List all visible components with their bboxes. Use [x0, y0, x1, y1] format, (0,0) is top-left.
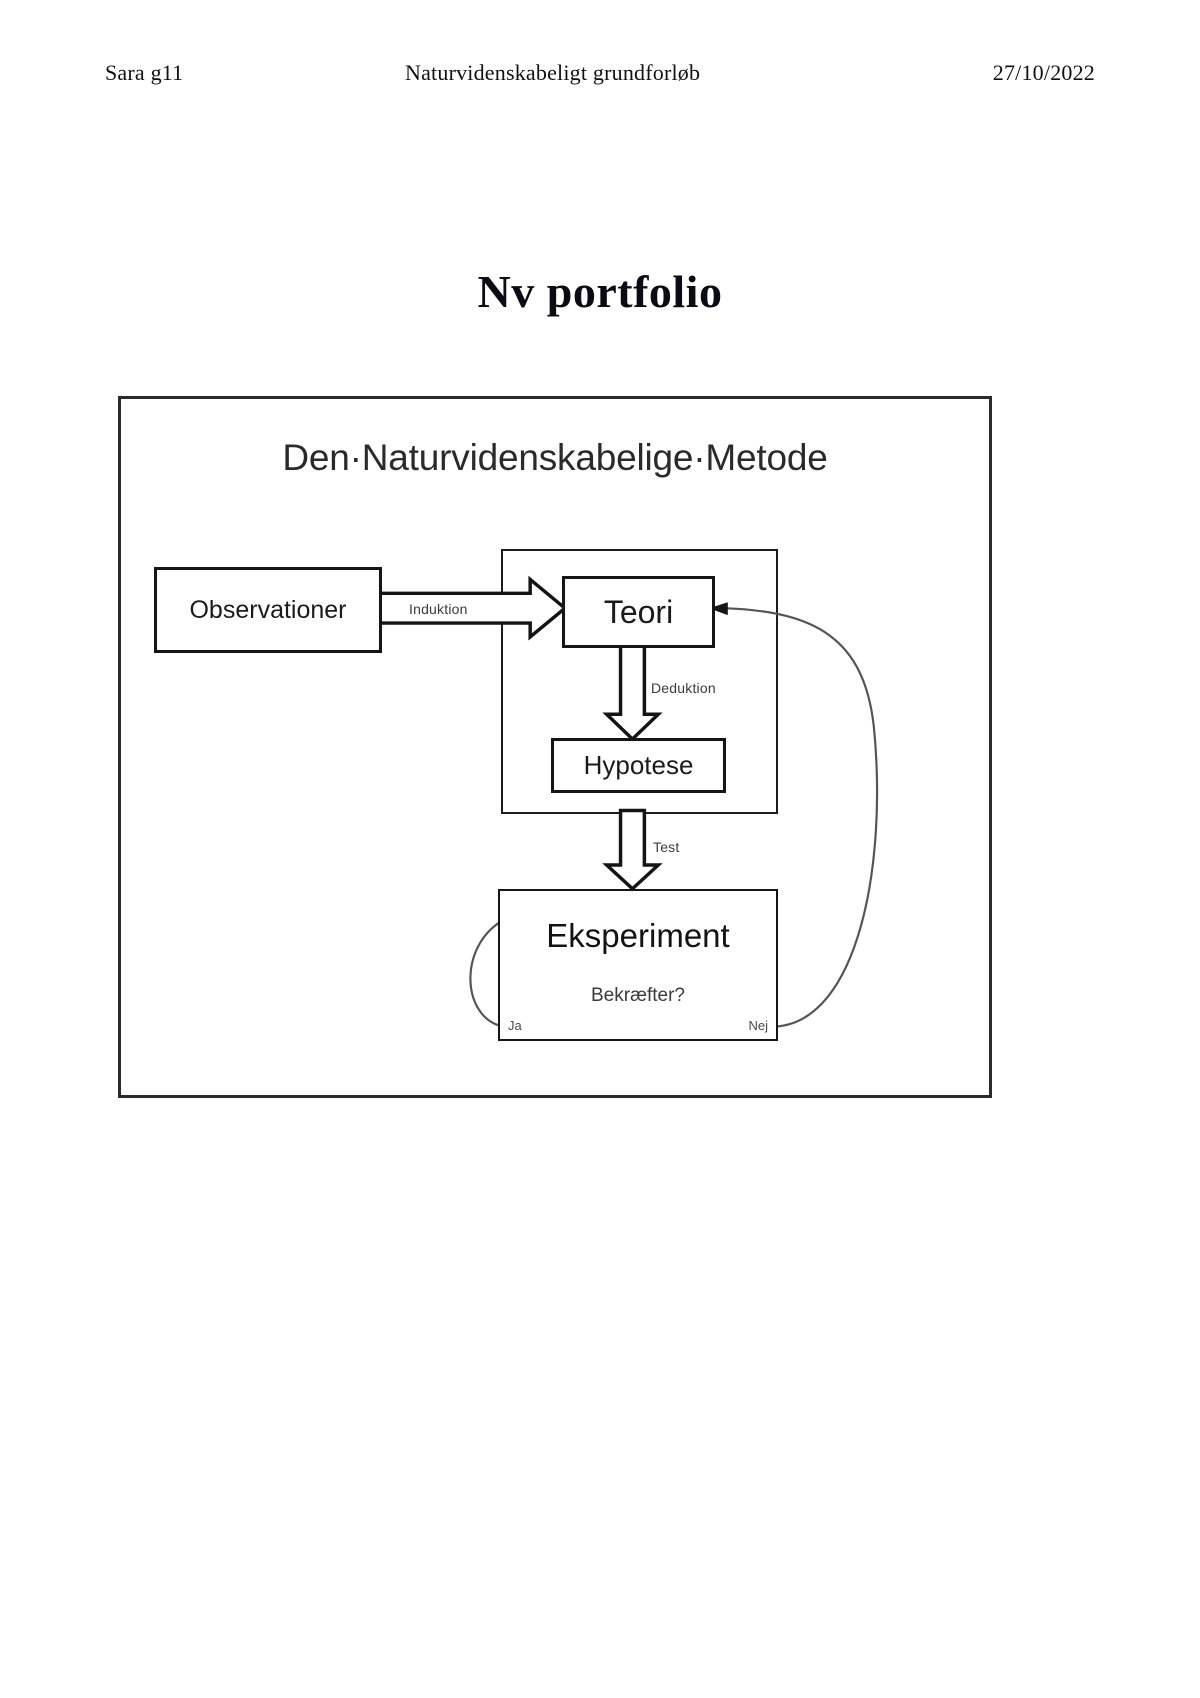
- page-header: Sara g11 Naturvidenskabeligt grundforløb…: [105, 60, 1095, 94]
- header-subject: Naturvidenskabeligt grundforløb: [405, 60, 701, 85]
- diagram-title: Den·Naturvidenskabelige·Metode: [282, 437, 828, 478]
- node-eksperiment-label: Eksperiment: [546, 917, 730, 954]
- edge-label-induktion: Induktion: [409, 601, 468, 617]
- edge-label-test: Test: [653, 839, 680, 855]
- page-title: Nv portfolio: [477, 265, 723, 317]
- node-hypotese: Hypotese: [551, 738, 726, 793]
- header-author: Sara g11: [105, 60, 184, 85]
- branch-label-nej: Nej: [748, 1018, 768, 1033]
- branch-label-ja: Ja: [508, 1018, 522, 1033]
- header-date: 27/10/2022: [992, 60, 1095, 85]
- node-eksperiment: Eksperiment Bekræfter? Ja Nej: [498, 889, 778, 1041]
- test-block-arrow: [602, 808, 663, 892]
- node-teori: Teori: [562, 576, 715, 648]
- diagram-canvas: Den·Naturvidenskabelige·Metode Observati…: [121, 399, 989, 1095]
- diagram-frame: Den·Naturvidenskabelige·Metode Observati…: [118, 396, 992, 1098]
- node-observationer: Observationer: [154, 567, 382, 653]
- bekraefter-question: Bekræfter?: [591, 985, 685, 1006]
- edge-label-deduktion: Deduktion: [651, 680, 716, 696]
